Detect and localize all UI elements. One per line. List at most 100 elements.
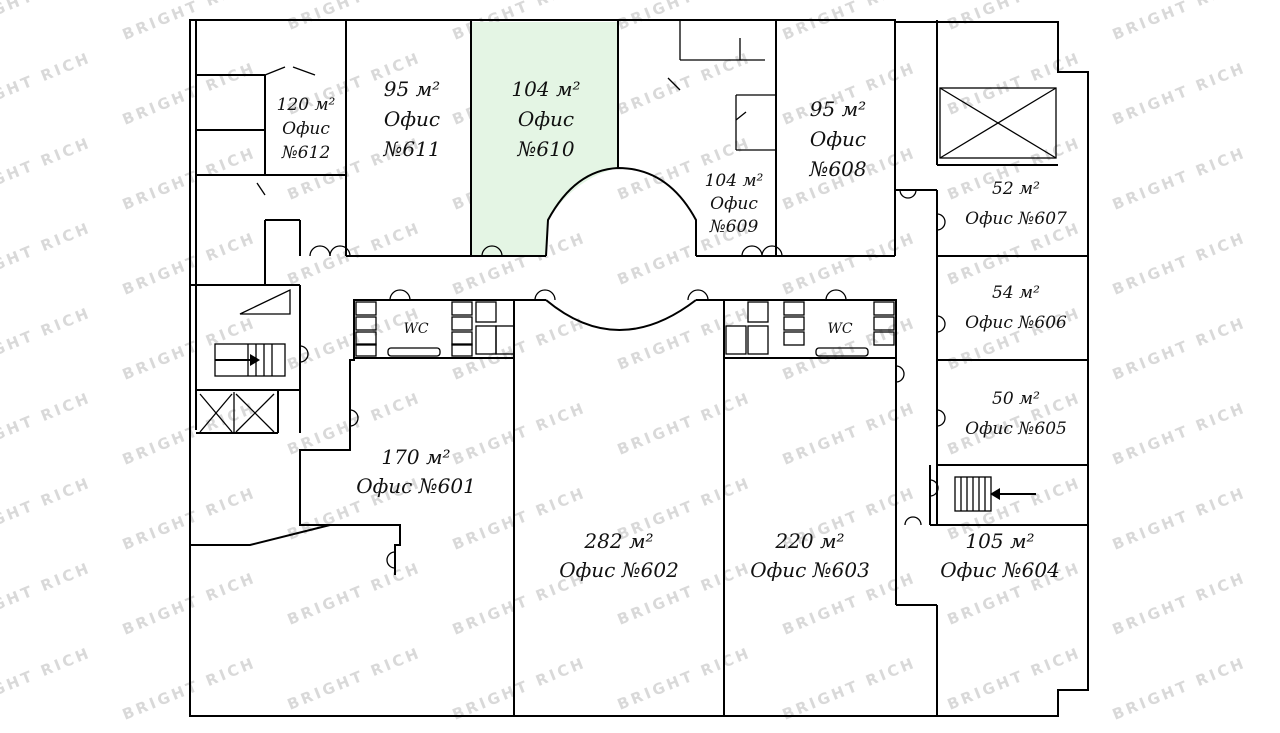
- right-stair-arrow: [990, 488, 1036, 500]
- watermark-text: BRIGHT RICH: [945, 0, 1084, 34]
- room-602-area: 282 м²: [583, 529, 653, 553]
- watermark-text: BRIGHT RICH: [945, 49, 1084, 119]
- top-row-walls: [196, 20, 896, 285]
- watermark-text: BRIGHT RICH: [285, 644, 424, 714]
- room-604[interactable]: 105 м² Офис №604: [940, 529, 1060, 582]
- room-610-highlight[interactable]: [471, 22, 618, 256]
- watermark-text: BRIGHT RICH: [615, 304, 754, 374]
- watermark-text: BRIGHT RICH: [0, 49, 94, 119]
- room-603-area: 220 м²: [774, 529, 844, 553]
- room-606-area: 54 м²: [992, 283, 1040, 303]
- room-606-name: Офис №606: [965, 313, 1067, 333]
- wc-right-fixtures: [725, 301, 895, 357]
- rotunda-bottom-arc: [545, 299, 697, 331]
- watermark-layer: BRIGHT RICH BRIGHT RICH BRIGHT RICH BRIGHT …: [0, 0, 1249, 724]
- watermark-text: BRIGHT RICH: [0, 559, 94, 629]
- room-605[interactable]: 50 м² Офис №605: [965, 389, 1067, 439]
- wc-right-label: WC: [827, 321, 852, 337]
- room-611-office: Офис: [384, 107, 440, 131]
- room-601[interactable]: 170 м² Офис №601: [356, 445, 476, 498]
- room-601-area: 170 м²: [381, 445, 450, 469]
- door-swings: [256, 38, 946, 569]
- watermark-text: BRIGHT RICH: [285, 0, 424, 34]
- room-605-name: Офис №605: [965, 419, 1067, 439]
- room-610-number: №610: [516, 137, 574, 161]
- watermark-text: BRIGHT RICH: [1110, 399, 1249, 469]
- watermark-text: BRIGHT RICH: [945, 219, 1084, 289]
- watermark-text: BRIGHT RICH: [450, 314, 589, 384]
- room-603-name: Офис №603: [750, 558, 870, 582]
- room-611[interactable]: 95 м² Офис №611: [382, 77, 440, 161]
- watermark-text: BRIGHT RICH: [0, 304, 94, 374]
- left-elevator-crosses: [199, 392, 275, 433]
- watermark-text: BRIGHT RICH: [1110, 144, 1249, 214]
- room-608-area: 95 м²: [810, 97, 866, 121]
- watermark-text: BRIGHT RICH: [0, 644, 94, 714]
- watermark-text: BRIGHT RICH: [0, 0, 94, 34]
- room-607[interactable]: 52 м² Офис №607: [965, 179, 1067, 229]
- room-612-area: 120 м²: [277, 95, 336, 115]
- watermark-text: BRIGHT RICH: [1110, 229, 1249, 299]
- room-606[interactable]: 54 м² Офис №606: [965, 283, 1067, 333]
- room-609-area: 104 м²: [705, 171, 764, 191]
- room-607-name: Офис №607: [965, 209, 1067, 229]
- watermark-text: BRIGHT RICH: [450, 654, 589, 724]
- watermark-text: BRIGHT RICH: [615, 644, 754, 714]
- room-609[interactable]: 104 м² Офис №609: [705, 171, 764, 237]
- room-612[interactable]: 120 м² Офис №612: [277, 95, 336, 163]
- room-612-office: Офис: [282, 119, 330, 139]
- watermark-text: BRIGHT RICH: [780, 654, 919, 724]
- wc-left-label: WC: [403, 321, 428, 337]
- room-605-area: 50 м²: [992, 389, 1040, 409]
- watermark-text: BRIGHT RICH: [945, 644, 1084, 714]
- room-608-number: №608: [808, 157, 866, 181]
- watermark-text: BRIGHT RICH: [0, 389, 94, 459]
- room-604-name: Офис №604: [940, 558, 1060, 582]
- room-611-number: №611: [382, 137, 440, 161]
- watermark-text: BRIGHT RICH: [1110, 484, 1249, 554]
- rotunda: [545, 166, 697, 257]
- watermark-text: BRIGHT RICH: [780, 229, 919, 299]
- room-609-office: Офис: [710, 194, 758, 214]
- watermark-text: BRIGHT RICH: [0, 134, 94, 204]
- watermark-text: BRIGHT RICH: [1110, 654, 1249, 724]
- room-612-number: №612: [281, 143, 331, 163]
- watermark-text: BRIGHT RICH: [0, 474, 94, 544]
- room-602-name: Офис №602: [559, 558, 679, 582]
- watermark-text: BRIGHT RICH: [450, 399, 589, 469]
- watermark-text: BRIGHT RICH: [615, 0, 754, 34]
- watermark-text: BRIGHT RICH: [615, 49, 754, 119]
- right-stairs: [954, 476, 992, 512]
- room-607-area: 52 м²: [992, 179, 1040, 199]
- room-603[interactable]: 220 м² Офис №603: [750, 529, 870, 582]
- watermark-text: BRIGHT RICH: [1110, 59, 1249, 129]
- office-601-wall: [299, 300, 401, 575]
- watermark-text: BRIGHT RICH: [0, 219, 94, 289]
- wc-left-block: [353, 299, 546, 716]
- watermark-text: BRIGHT RICH: [1110, 314, 1249, 384]
- watermark-text: BRIGHT RICH: [615, 389, 754, 459]
- corridor-609-walls: [679, 20, 776, 151]
- room-609-number: №609: [709, 217, 759, 237]
- right-elevator: [939, 87, 1057, 159]
- room-602[interactable]: 282 м² Офис №602: [559, 529, 679, 582]
- room-611-area: 95 м²: [384, 77, 440, 101]
- room-604-area: 105 м²: [965, 529, 1034, 553]
- watermark-text: BRIGHT RICH: [1110, 569, 1249, 639]
- left-stair-arrow: [215, 354, 260, 366]
- right-offices-walls: [896, 20, 1088, 716]
- watermark-text: BRIGHT RICH: [780, 399, 919, 469]
- room-608[interactable]: 95 м² Офис №608: [808, 97, 866, 181]
- room-601-name: Офис №601: [356, 474, 476, 498]
- room-610[interactable]: 104 м² Офис №610: [511, 77, 580, 161]
- room-610-area: 104 м²: [511, 77, 580, 101]
- watermark-text: BRIGHT RICH: [1110, 0, 1249, 44]
- wc-right-block: [696, 299, 897, 716]
- wc-left-fixtures: [355, 301, 515, 357]
- room-610-office: Офис: [518, 107, 574, 131]
- watermark-text: BRIGHT RICH: [285, 219, 424, 289]
- watermark-text: BRIGHT RICH: [285, 559, 424, 629]
- room-608-office: Офис: [810, 127, 866, 151]
- left-stair-block: [190, 284, 301, 434]
